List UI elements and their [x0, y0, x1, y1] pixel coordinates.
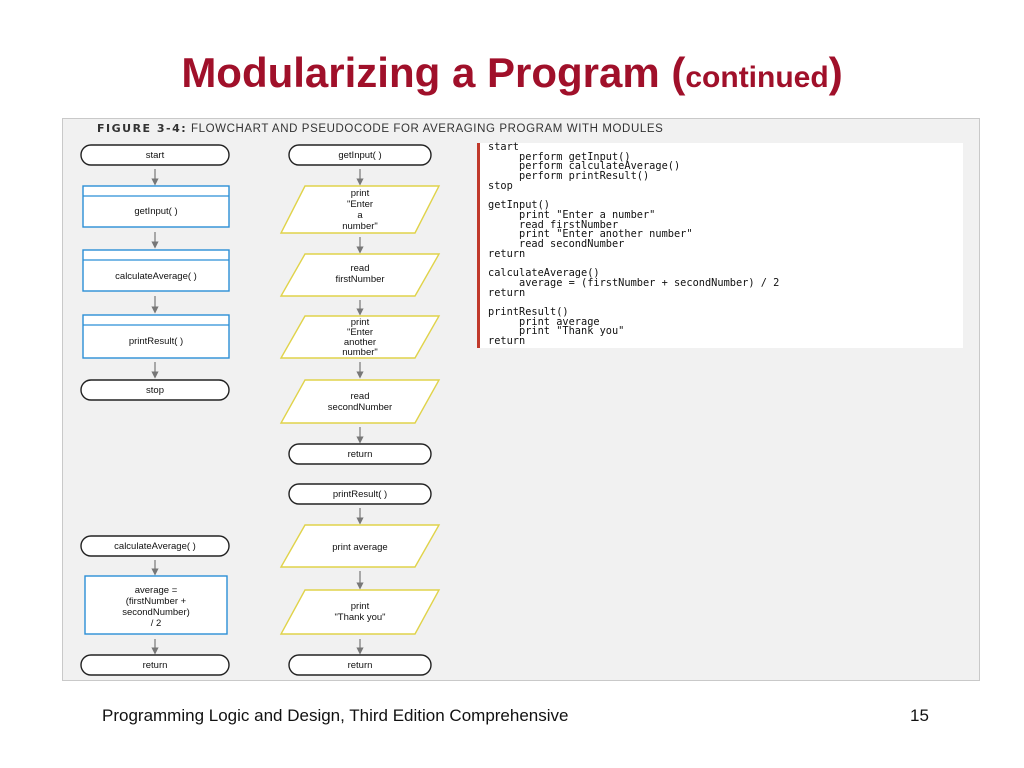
io-read-firstnumber-line-1: read: [350, 263, 369, 274]
io-print-enter-number-line-2: "Enter: [347, 199, 373, 210]
io-print-enter-number-line-1: print: [351, 188, 370, 199]
terminal-getinput-label: getInput( ): [338, 150, 381, 161]
io-print-enter-number: [279, 185, 441, 234]
figure-caption: FIGURE 3-4: FLOWCHART AND PSEUDOCODE FOR…: [97, 122, 663, 135]
terminal-start: [80, 144, 230, 166]
terminal-calculateaverage-label: calculateAverage( ): [114, 541, 196, 552]
io-print-thank-you: [279, 589, 441, 635]
pseudocode-text: start perform getInput() perform calcula…: [488, 141, 780, 348]
io-print-enter-number-line-4: number": [342, 221, 378, 232]
io-print-another-number: [279, 315, 441, 359]
io-read-firstnumber: [279, 253, 441, 297]
process-average-line-3: secondNumber): [122, 607, 190, 618]
process-average-line-4: / 2: [151, 618, 162, 629]
module-calculateaverage: [82, 249, 230, 292]
terminal-getinput-return: [288, 443, 432, 465]
process-average-line-2: (firstNumber +: [126, 596, 187, 607]
footer-text: Programming Logic and Design, Third Edit…: [102, 706, 569, 725]
terminal-stop: [80, 379, 230, 401]
terminal-start-label: start: [146, 150, 165, 161]
io-read-secondnumber: [279, 379, 441, 424]
io-read-firstnumber-line-2: firstNumber: [335, 274, 384, 285]
flowchart-diagram: start getInput( ) calculateAverage( ) pr…: [80, 144, 441, 676]
slide-title-continued: continued: [685, 61, 829, 94]
figure-caption-label: FIGURE 3-4:: [97, 122, 188, 135]
io-print-another-line-3: another: [344, 337, 376, 348]
module-getinput-label: getInput( ): [134, 206, 177, 217]
page-number: 15: [910, 706, 929, 725]
terminal-calc-return: [80, 654, 230, 676]
terminal-calc-return-label: return: [143, 660, 168, 671]
io-print-another-line-4: number": [342, 347, 378, 358]
slide-title-main: Modularizing a Program (: [181, 49, 686, 96]
slide-title: Modularizing a Program (continued): [0, 48, 1024, 103]
module-getinput: [82, 185, 230, 228]
flowchart-figure: FIGURE 3-4: FLOWCHART AND PSEUDOCODE FOR…: [62, 118, 980, 681]
terminal-printresult: [288, 483, 432, 505]
terminal-stop-label: stop: [146, 385, 164, 396]
io-print-average: [279, 524, 441, 568]
io-print-thank-you-line-1: print: [351, 601, 370, 612]
module-calculateaverage-label: calculateAverage( ): [115, 271, 197, 282]
terminal-getinput-return-label: return: [348, 449, 373, 460]
pseudocode-panel: start perform getInput() perform calcula…: [477, 141, 963, 348]
process-average: [84, 575, 228, 635]
io-read-secondnumber-line-2: secondNumber: [328, 402, 392, 413]
slide-title-close: ): [828, 49, 843, 96]
io-print-thank-you-line-2: "Thank you": [334, 612, 385, 623]
terminal-getinput: [288, 144, 432, 166]
io-print-enter-number-line-3: a: [357, 210, 363, 221]
process-average-line-1: average =: [135, 585, 178, 596]
terminal-calculateaverage: [80, 535, 230, 557]
figure-caption-text: FLOWCHART AND PSEUDOCODE FOR AVERAGING P…: [190, 123, 664, 135]
module-printresult: [82, 314, 230, 359]
terminal-printresult-return-label: return: [348, 660, 373, 671]
io-print-another-line-2: "Enter: [347, 327, 373, 338]
io-read-secondnumber-line-1: read: [350, 391, 369, 402]
module-printresult-label: printResult( ): [129, 336, 183, 347]
terminal-printresult-return: [288, 654, 432, 676]
io-print-average-label: print average: [332, 542, 387, 553]
io-print-another-line-1: print: [351, 317, 370, 328]
terminal-printresult-label: printResult( ): [333, 489, 387, 500]
